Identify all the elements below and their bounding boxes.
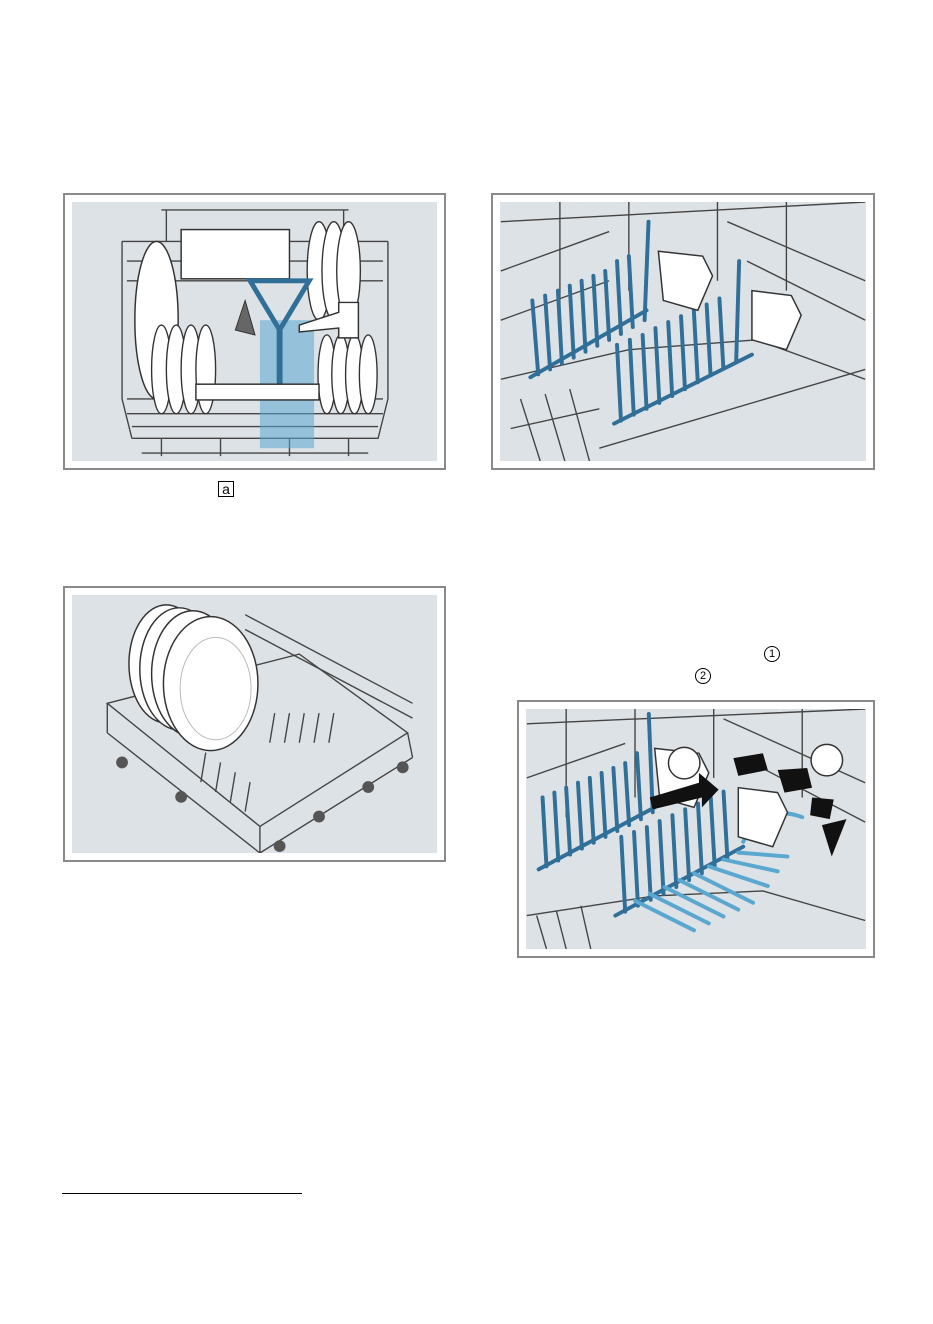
- fold-out-rack-illustration: [500, 202, 866, 461]
- figure-fold-out-rack-panel: [500, 202, 866, 461]
- figure-fold-step-panel: [526, 709, 866, 949]
- label-box-a: a: [218, 481, 234, 497]
- footnote-rule: [62, 1193, 302, 1194]
- figure-fold-out-rack: [491, 193, 875, 470]
- step-1-marker: 1: [764, 646, 780, 662]
- figure-lower-basket-panel: [72, 595, 437, 853]
- figure-upper-basket-panel: [72, 202, 437, 461]
- figure-fold-step: [517, 700, 875, 958]
- step-2-marker: 2: [695, 668, 711, 684]
- lower-basket-illustration: [72, 595, 437, 853]
- fold-step-illustration: [526, 709, 866, 949]
- figure-lower-basket: [63, 586, 446, 862]
- figure-upper-basket: [63, 193, 446, 470]
- upper-basket-illustration: [72, 202, 437, 461]
